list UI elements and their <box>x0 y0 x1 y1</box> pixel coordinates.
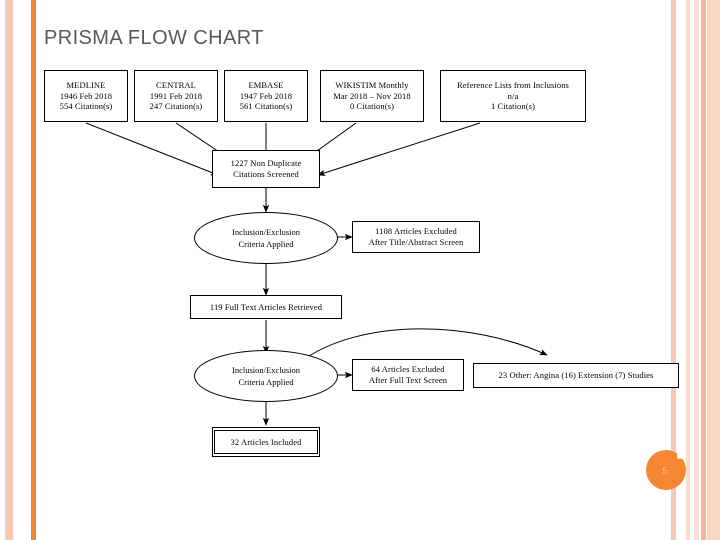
excluded-line-1: 64 Articles Excluded <box>371 364 445 375</box>
source-box-embase: EMBASE 1947 Feb 2018 561 Citation(s) <box>224 70 308 122</box>
retrieved-box: 119 Full Text Articles Retrieved <box>190 295 342 319</box>
source-citations: 561 Citation(s) <box>239 101 293 112</box>
screened-line-2: Citations Screened <box>233 169 299 179</box>
source-range: 1946 Feb 2018 <box>59 90 113 101</box>
source-range: 1991 Feb 2018 <box>149 90 203 101</box>
excluded-line-2: After Full Text Screen <box>368 375 448 385</box>
source-range: 1947 Feb 2018 <box>239 90 293 101</box>
source-range: n/a <box>507 90 519 101</box>
excluded-box-title-abstract: 1108 Articles Excluded After Title/Abstr… <box>352 221 480 253</box>
source-name: Reference Lists from Inclusions <box>457 79 569 90</box>
included-line-1: 32 Articles Included <box>230 436 302 447</box>
source-citations: 0 Citation(s) <box>349 101 395 112</box>
source-name: MEDLINE <box>66 79 106 90</box>
screened-box: 1227 Non Duplicate Citations Screened <box>212 150 320 188</box>
source-box-central: CENTRAL 1991 Feb 2018 247 Citation(s) <box>134 70 218 122</box>
right-accent-stripe-4 <box>701 0 706 540</box>
source-citations: 554 Citation(s) <box>59 101 113 112</box>
right-accent-stripe-2 <box>686 0 690 540</box>
retrieved-line-1: 119 Full Text Articles Retrieved <box>209 301 323 312</box>
criteria-line-2: Criteria Applied <box>238 239 294 249</box>
source-citations: 1 Citation(s) <box>490 101 536 112</box>
source-box-wikistim: WIKISTIM Monthly Mar 2018 – Nov 2018 0 C… <box>320 70 424 122</box>
right-accent-stripe-1 <box>671 0 676 540</box>
excluded-line-1: 1108 Articles Excluded <box>375 226 457 237</box>
right-accent-stripe-5 <box>707 0 720 540</box>
screened-line-1: 1227 Non Duplicate <box>230 158 302 169</box>
slide-title: PRISMA FLOW CHART <box>44 27 264 49</box>
included-box-inner: 32 Articles Included <box>214 430 318 454</box>
source-name: EMBASE <box>248 79 284 90</box>
criteria-ellipse-1: Inclusion/Exclusion Criteria Applied <box>194 212 338 264</box>
other-studies-box: 23 Other: Angina (16) Extension (7) Stud… <box>473 363 679 388</box>
criteria-line-2: Criteria Applied <box>238 377 294 387</box>
source-name: CENTRAL <box>156 79 196 90</box>
criteria-line-1: Inclusion/Exclusion <box>232 364 300 375</box>
right-accent-stripe-3 <box>694 0 699 540</box>
source-box-reference-lists: Reference Lists from Inclusions n/a 1 Ci… <box>440 70 586 122</box>
excluded-line-2: After Title/Abstract Screen <box>368 237 464 247</box>
page-number: 5 <box>662 465 668 476</box>
source-box-medline: MEDLINE 1946 Feb 2018 554 Citation(s) <box>44 70 128 122</box>
criteria-line-1: Inclusion/Exclusion <box>232 226 300 237</box>
left-accent-stripe-orange <box>31 0 36 540</box>
source-citations: 247 Citation(s) <box>149 101 203 112</box>
other-line-1: 23 Other: Angina (16) Extension (7) Stud… <box>498 370 654 381</box>
left-accent-stripe-light <box>5 0 13 540</box>
included-box: 32 Articles Included <box>212 427 320 457</box>
criteria-ellipse-2: Inclusion/Exclusion Criteria Applied <box>194 350 338 402</box>
excluded-box-full-text: 64 Articles Excluded After Full Text Scr… <box>352 359 464 391</box>
source-name: WIKISTIM Monthly <box>335 79 409 90</box>
source-range: Mar 2018 – Nov 2018 <box>333 90 411 101</box>
